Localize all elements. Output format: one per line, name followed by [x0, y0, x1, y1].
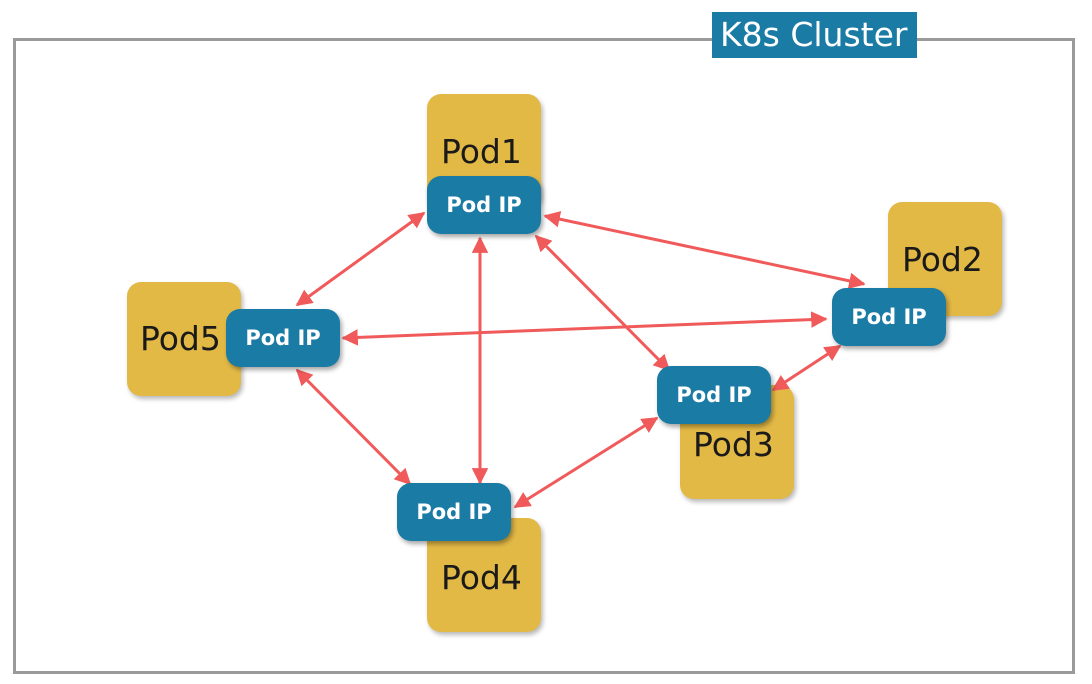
pod-box-pod5 [127, 282, 241, 396]
pod-ip-pod4: Pod IP [397, 483, 511, 541]
link-pod3-pod2 [771, 344, 842, 392]
pod-ip-pod1: Pod IP [427, 176, 541, 234]
link-pod1-pod2 [543, 211, 866, 289]
pod-ip-pod5: Pod IP [226, 309, 340, 367]
pod-label-pod5: Pod5 [140, 319, 221, 358]
link-pod1-pod3 [534, 234, 671, 372]
pod-label-pod4: Pod4 [441, 558, 522, 597]
pod-ip-pod3: Pod IP [657, 366, 771, 424]
link-pod5-pod4 [295, 368, 412, 486]
pod-ip-pod2: Pod IP [832, 288, 946, 346]
cluster-title: K8s Cluster [712, 12, 918, 58]
link-pod4-pod3 [513, 416, 659, 509]
link-pod5-pod2 [341, 311, 828, 346]
link-pod1-pod5 [295, 211, 426, 307]
pod-label-pod3: Pod3 [693, 425, 774, 464]
pod-label-pod1: Pod1 [441, 132, 522, 171]
cluster-boundary [13, 38, 1075, 674]
pod-label-pod2: Pod2 [902, 240, 983, 279]
